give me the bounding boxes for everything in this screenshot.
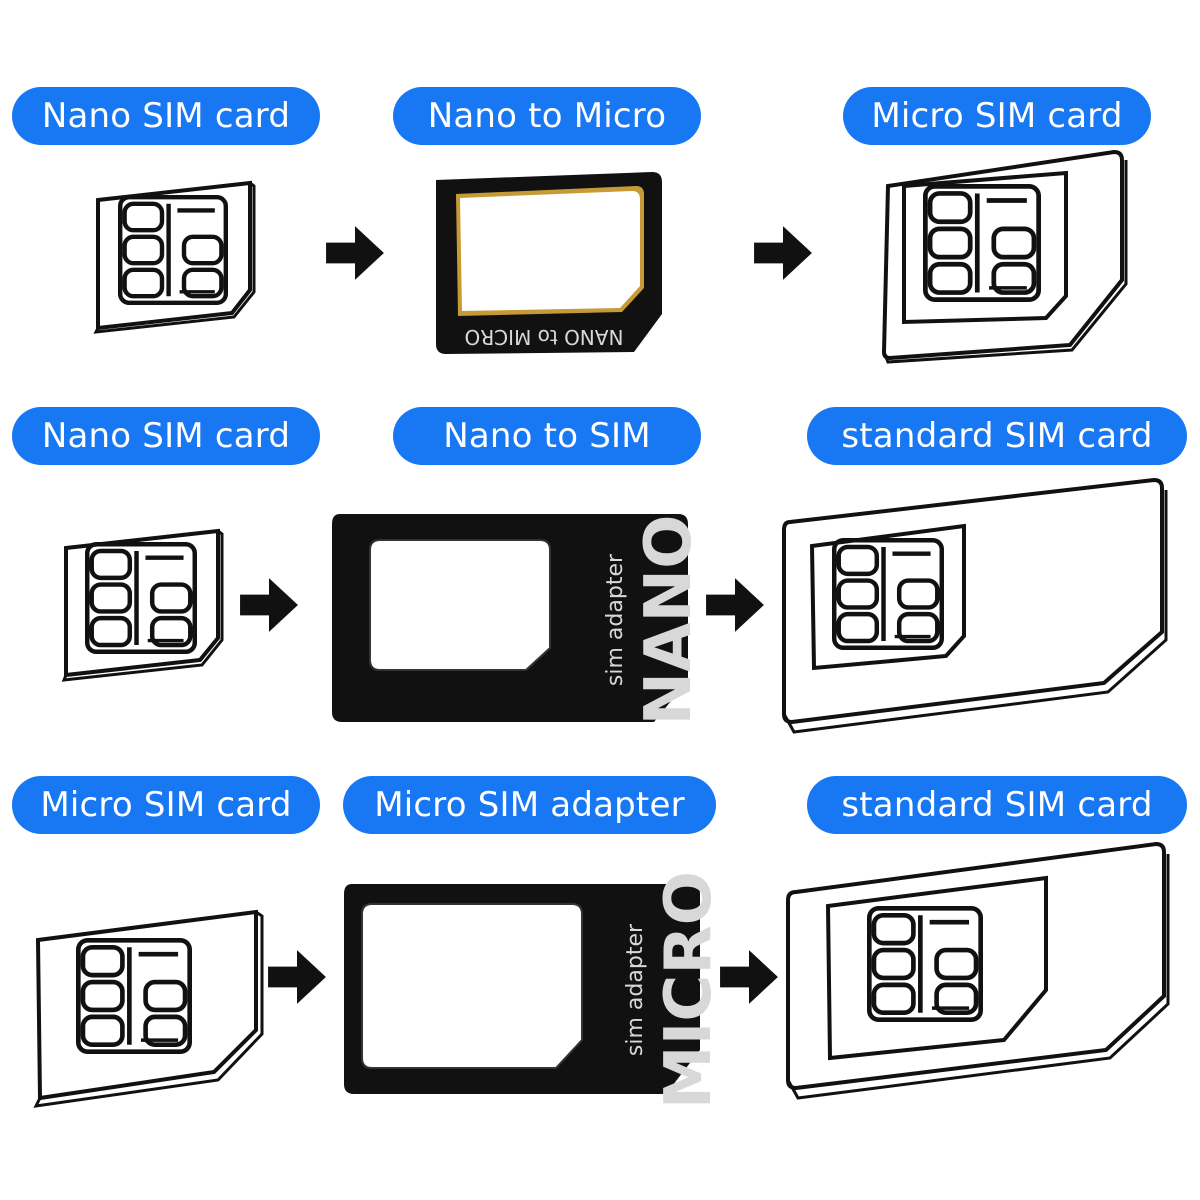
- arrow-right-icon: [706, 578, 764, 632]
- label-standard-sim-card-1: standard SIM card: [807, 407, 1187, 465]
- adapter-title-micro: MICRO: [652, 871, 726, 1109]
- label-micro-sim-card-1: Micro SIM card: [843, 87, 1151, 145]
- adapter-subtitle-nano: sim adapter: [603, 553, 628, 686]
- micro-sim-card-icon-2: [33, 909, 264, 1108]
- label-micro-sim-adapter: Micro SIM adapter: [343, 776, 716, 834]
- nano-sim-card-icon-2: [61, 528, 224, 682]
- label-nano-sim-card-2: Nano SIM card: [12, 407, 320, 465]
- nano-sim-card-icon-1: [93, 180, 256, 334]
- micro-sim-card-icon-1: [881, 149, 1128, 364]
- micro-sim-adapter-icon: MICRO sim adapter: [344, 871, 726, 1109]
- arrow-right-icon: [720, 950, 778, 1004]
- arrow-right-icon: [754, 226, 812, 280]
- adapter-subtitle-micro: sim adapter: [623, 923, 648, 1056]
- adapter-title-nano: NANO: [632, 514, 706, 725]
- arrow-right-icon: [326, 226, 384, 280]
- standard-sim-card-icon-2: [786, 841, 1170, 1100]
- label-standard-sim-card-2: standard SIM card: [807, 776, 1187, 834]
- label-nano-sim-card-1: Nano SIM card: [12, 87, 320, 145]
- arrow-right-icon: [268, 950, 326, 1004]
- label-nano-to-sim: Nano to SIM: [393, 407, 701, 465]
- label-micro-sim-card-2: Micro SIM card: [12, 776, 320, 834]
- nano-to-micro-adapter-icon: NANO to MICRO: [436, 172, 662, 354]
- standard-sim-card-icon-1: [782, 477, 1168, 734]
- nano-to-sim-adapter-icon: NANO sim adapter: [332, 514, 706, 726]
- arrow-right-icon: [240, 578, 298, 632]
- label-nano-to-micro: Nano to Micro: [393, 87, 701, 145]
- adapter-text-nano-to-micro: NANO to MICRO: [465, 325, 624, 349]
